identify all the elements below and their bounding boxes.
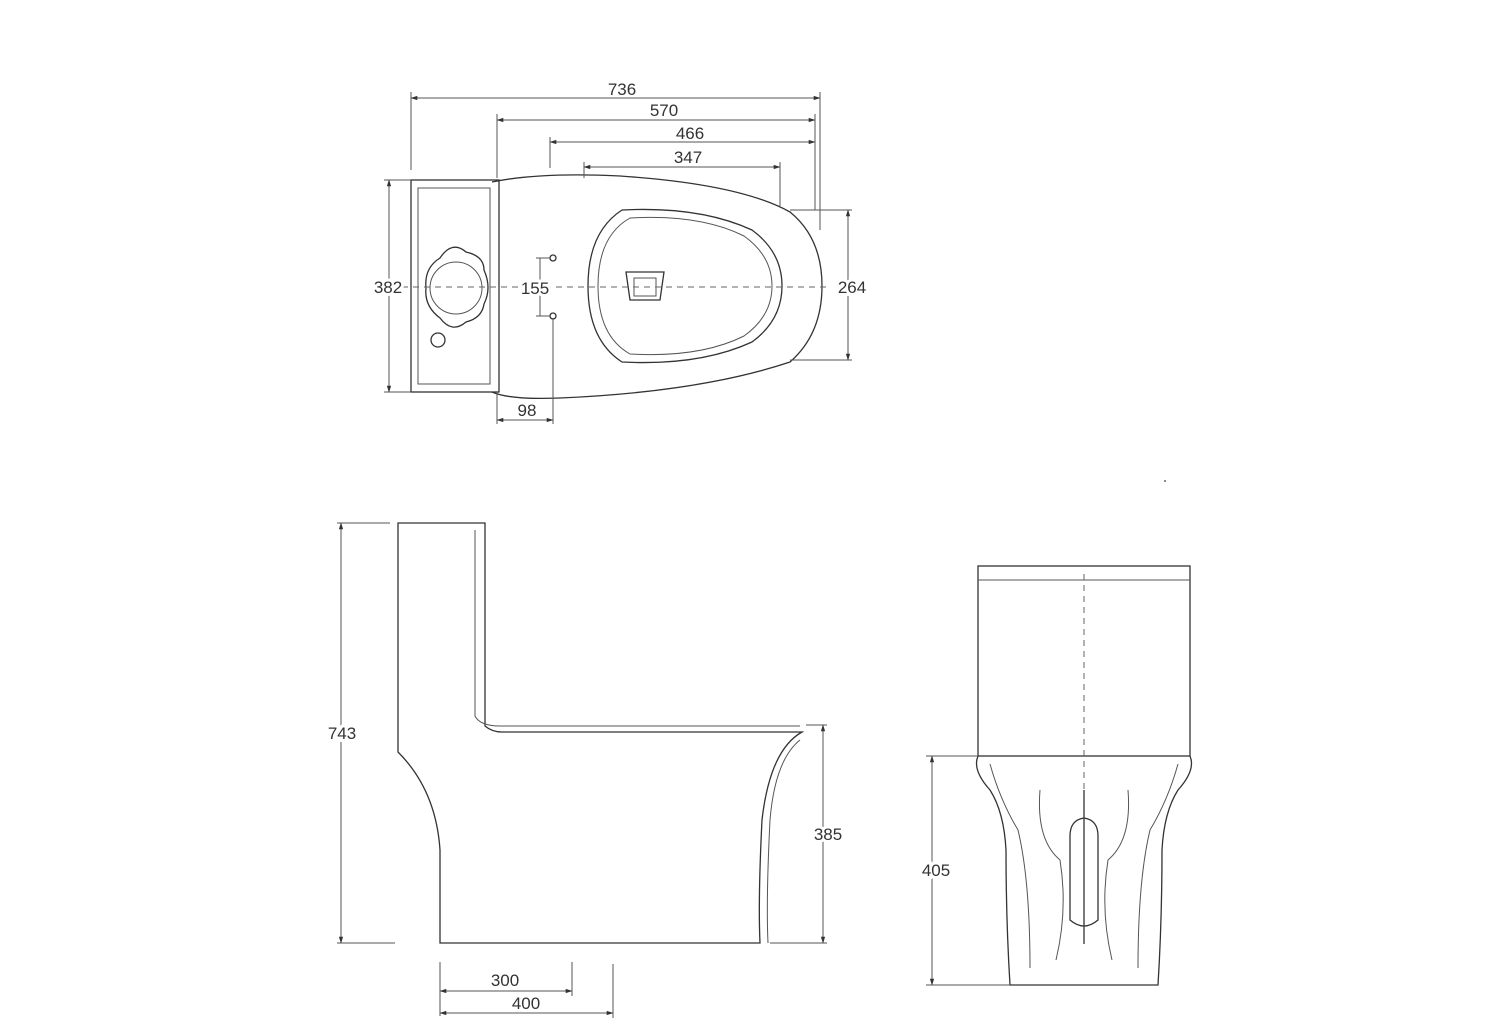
dim-98: 98 <box>496 318 554 424</box>
dim-385-label: 385 <box>814 825 842 844</box>
front-bowl-outline <box>975 755 1193 986</box>
top-view: 736 570 466 347 382 <box>371 80 869 424</box>
dim-382: 382 <box>371 179 411 393</box>
flush-button-icon <box>425 246 489 328</box>
outlet-icon <box>625 271 665 301</box>
dim-347: 347 <box>583 148 781 206</box>
front-trap-left <box>1038 789 1064 961</box>
top-tank-outline <box>410 179 500 393</box>
side-inner-line <box>474 530 800 727</box>
top-tank-inner <box>417 187 491 385</box>
dim-736: 736 <box>410 80 821 230</box>
dim-400-label: 400 <box>512 994 540 1013</box>
dim-743: 743 <box>325 522 395 944</box>
dim-300-label: 300 <box>491 971 519 990</box>
front-bowl-inner-left <box>989 763 1031 969</box>
dim-98-label: 98 <box>518 401 537 420</box>
stray-dot <box>1164 480 1166 482</box>
side-view: 743 385 300 400 <box>325 522 845 1018</box>
dim-466: 466 <box>549 124 816 168</box>
dim-400: 400 <box>439 964 614 1018</box>
flush-button-inner-icon <box>429 261 483 315</box>
dim-570-label: 570 <box>650 101 678 120</box>
dim-300: 300 <box>439 962 573 1016</box>
front-bowl-inner-right <box>1137 763 1179 969</box>
dim-382-label: 382 <box>374 278 402 297</box>
dim-347-label: 347 <box>674 148 702 167</box>
dim-405-label: 405 <box>922 861 950 880</box>
side-outline <box>397 522 805 944</box>
front-trapway <box>1069 817 1099 927</box>
dim-736-label: 736 <box>608 80 636 99</box>
front-trap-right <box>1104 789 1130 961</box>
water-inlet-icon <box>430 332 446 348</box>
top-bowl-outline <box>491 174 823 400</box>
dim-264-label: 264 <box>838 278 866 297</box>
dim-466-label: 466 <box>676 124 704 143</box>
dim-743-label: 743 <box>328 724 356 743</box>
front-tank-outline <box>977 565 1191 757</box>
dim-405: 405 <box>919 755 1010 986</box>
dim-155: 155 <box>518 257 552 317</box>
top-seat-inner <box>597 216 773 356</box>
top-seat-opening <box>587 208 783 364</box>
dim-570: 570 <box>496 101 816 210</box>
front-view: 405 <box>919 565 1193 986</box>
bolt-hole-top-icon <box>549 254 557 262</box>
side-seat-curve <box>766 739 801 944</box>
dim-385: 385 <box>770 724 845 944</box>
dim-264: 264 <box>790 209 869 361</box>
dim-155-label: 155 <box>521 279 549 298</box>
